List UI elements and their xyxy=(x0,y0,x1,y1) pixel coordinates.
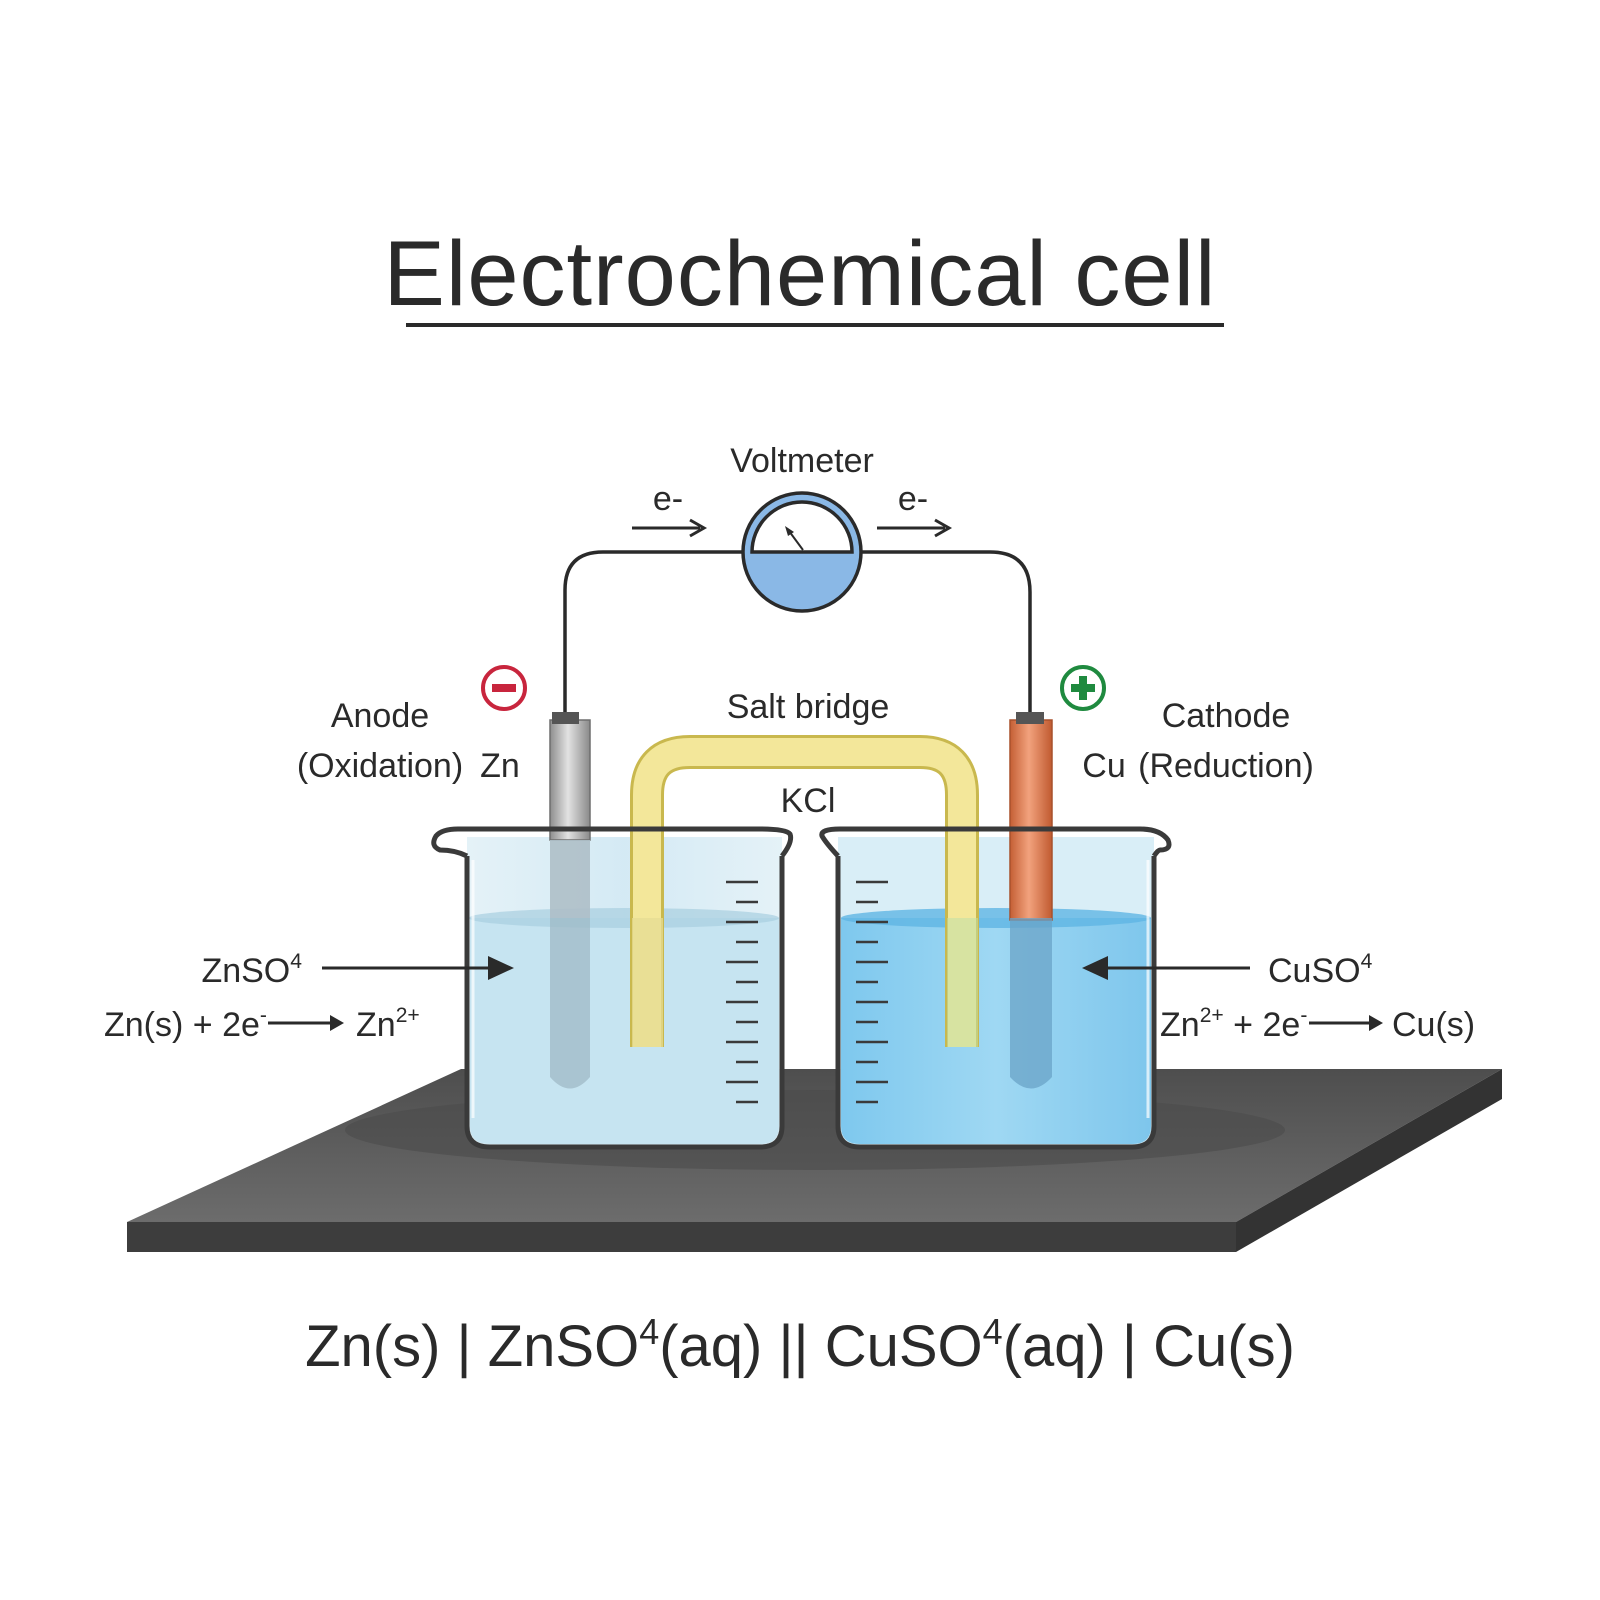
electron-label-right: e- xyxy=(898,480,928,518)
anode-reaction-arrow xyxy=(268,1015,344,1031)
anode-negative-icon xyxy=(481,665,527,711)
anode-beaker-outline xyxy=(431,826,794,1150)
cathode-reaction: Zn2+ + 2e- xyxy=(1160,1004,1307,1044)
voltmeter-label: Voltmeter xyxy=(730,442,874,480)
salt-bridge-label: Salt bridge xyxy=(727,688,890,726)
cathode-solution-label: CuSO4 xyxy=(1268,950,1373,990)
anode-solution-arrow xyxy=(322,956,514,980)
page-title: Electrochemical cell xyxy=(384,223,1217,325)
cathode-process: (Reduction) xyxy=(1138,747,1314,785)
anode-solution-label: ZnSO4 xyxy=(201,950,302,990)
anode-reaction-product: Zn2+ xyxy=(356,1004,420,1044)
electron-arrow-right xyxy=(877,518,953,538)
salt-bridge-substance: KCl xyxy=(781,782,836,820)
salt-bridge xyxy=(630,735,979,1047)
title-underline xyxy=(406,323,1224,327)
copper-electrode xyxy=(1009,712,1053,1089)
anode-process: (Oxidation) xyxy=(297,747,463,785)
anode-title: Anode xyxy=(331,697,429,735)
cathode-beaker-graduations xyxy=(856,880,888,1104)
cathode-solution-arrow xyxy=(1082,956,1250,980)
bench xyxy=(127,1069,1502,1252)
anode-reaction: Zn(s) + 2e- xyxy=(104,1004,267,1044)
anode-beaker xyxy=(467,837,782,1147)
cathode-title: Cathode xyxy=(1162,697,1291,735)
cathode-positive-icon xyxy=(1060,665,1106,711)
electron-arrow-left xyxy=(632,518,708,538)
zinc-electrode xyxy=(549,712,591,1089)
anode-metal: Zn xyxy=(480,747,520,785)
cathode-beaker xyxy=(838,837,1154,1147)
cathode-reaction-arrow xyxy=(1309,1015,1383,1031)
cathode-beaker-outline xyxy=(819,826,1172,1150)
cathode-reaction-product: Cu(s) xyxy=(1392,1006,1475,1044)
voltmeter xyxy=(741,491,863,613)
cell-notation: Zn(s) | ZnSO4(aq) || CuSO4(aq) | Cu(s) xyxy=(305,1311,1295,1379)
anode-beaker-graduations xyxy=(726,880,758,1104)
wire-cathode xyxy=(860,550,1032,718)
electron-label-left: e- xyxy=(653,480,683,518)
wire-anode xyxy=(563,550,742,718)
cathode-metal: Cu xyxy=(1082,747,1125,785)
